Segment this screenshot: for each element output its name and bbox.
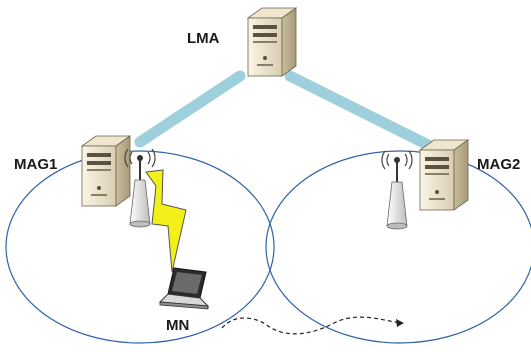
mag2-coverage-cell <box>265 150 531 344</box>
lma-server-icon <box>246 7 298 77</box>
mn-label: MN <box>166 317 190 334</box>
mag2-label: MAG2 <box>477 157 521 172</box>
mag1-label: MAG1 <box>14 156 58 173</box>
mag1-antenna-icon <box>124 148 156 228</box>
mag1-coverage-cell <box>5 150 275 344</box>
link-lma-mag1 <box>134 70 246 148</box>
lma-label: LMA <box>187 30 220 47</box>
movement-arrow-head <box>396 319 404 327</box>
mag2-antenna-icon <box>381 150 413 230</box>
movement-path <box>221 316 401 335</box>
lightning-icon <box>145 169 187 273</box>
mag1-server-icon <box>80 135 132 207</box>
link-lma-mag2 <box>284 70 438 153</box>
mag2-server-icon <box>418 139 470 211</box>
mn-laptop-icon <box>158 267 210 310</box>
